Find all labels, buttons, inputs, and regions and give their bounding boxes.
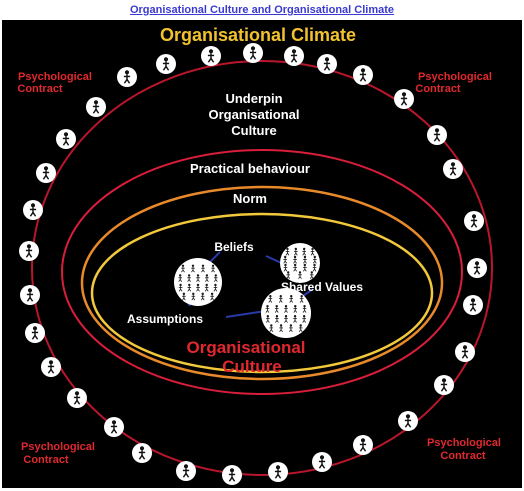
person-icon [156,54,176,74]
person-icon [201,46,221,66]
norm-ring [80,185,444,381]
person-icon [398,411,418,431]
norm-label: Norm [233,191,267,206]
person-icon [268,462,288,482]
person-icon [312,452,332,472]
person-icon [455,342,475,362]
practical-behaviour-ring [61,149,463,395]
assumptions-label: Assumptions [127,312,203,326]
person-icon [25,323,45,343]
culture-ring [90,212,434,374]
person-icon [20,285,40,305]
contract-top-left-line-1: Psychological [18,71,92,83]
person-icon [353,65,373,85]
person-icon [117,67,137,87]
person-icon [176,461,196,481]
group-crowd-icon [261,288,311,338]
contract-bottom-left-line-1: Psychological [21,441,95,453]
culture-label-line-2: Culture [222,357,282,376]
underpin-line-3: Culture [231,123,277,138]
person-icon [23,200,43,220]
person-icon [427,125,447,145]
page-title[interactable]: Organisational Culture and Organisationa… [129,4,395,16]
climate-label: Organisational Climate [160,25,356,45]
group-circles [174,243,320,338]
person-icon [464,211,484,231]
person-icon [353,435,373,455]
person-icon [284,46,304,66]
beliefs-label: Beliefs [214,240,254,254]
person-icon [443,159,463,179]
person-icon [19,241,39,261]
person-icon [41,357,61,377]
contract-bottom-left-line-2: Contract [23,454,69,466]
person-icon [467,258,487,278]
contract-top-right-line-1: Psychological [418,71,492,83]
person-icon [104,417,124,437]
person-icon [86,97,106,117]
underpin-line-2: Organisational [208,107,299,122]
culture-label-line-1: Organisational [186,338,305,357]
person-icon [434,375,454,395]
underpin-line-1: Underpin [225,91,282,106]
person-icon [394,89,414,109]
group-crowd-icon [174,258,222,306]
person-icon [317,54,337,74]
assumptions-connector-2 [225,310,267,318]
person-icon [132,443,152,463]
contract-bottom-right-line-2: Contract [440,450,486,462]
person-icon [56,129,76,149]
person-icon [243,43,263,63]
person-icon [67,388,87,408]
diagram-background [2,20,522,488]
contract-top-left-line-2: Contract [17,83,63,95]
shared-values-label: Shared Values [281,280,363,294]
person-icon [36,163,56,183]
outer-ring [31,60,493,476]
contract-top-right-line-2: Contract [415,83,461,95]
person-icon [463,295,483,315]
practical-behaviour-label: Practical behaviour [190,161,310,176]
contract-bottom-right-line-1: Psychological [427,437,501,449]
group-crowd-icon [280,243,320,283]
person-icons [19,43,487,485]
person-icon [222,465,242,485]
